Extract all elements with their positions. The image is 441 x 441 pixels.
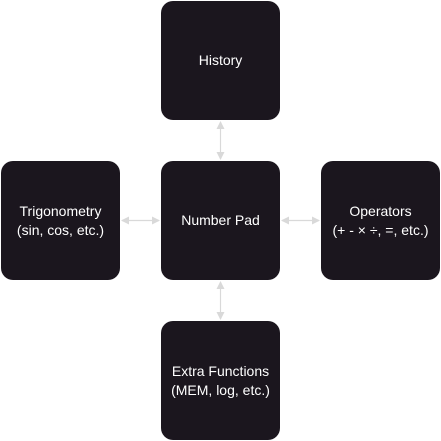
number-pad-label: Number Pad [181,212,260,228]
operators-sublabel: (+ - × ÷, =, etc.) [332,221,429,238]
history-node: History [161,1,280,120]
number-pad-node: Number Pad [161,161,280,280]
operators-node: Operators (+ - × ÷, =, etc.) [321,161,440,280]
extra-functions-label: Extra Functions [171,362,270,379]
history-label: History [198,52,243,68]
trigonometry-label: Trigonometry [19,202,102,219]
operators-label: Operators [349,202,412,219]
trigonometry-sublabel: (sin, cos, etc.) [16,221,105,238]
trigonometry-node: Trigonometry (sin, cos, etc.) [1,161,120,280]
extra-functions-node: Extra Functions (MEM, log, etc.) [161,321,280,440]
extra-functions-sublabel: (MEM, log, etc.) [171,381,270,398]
